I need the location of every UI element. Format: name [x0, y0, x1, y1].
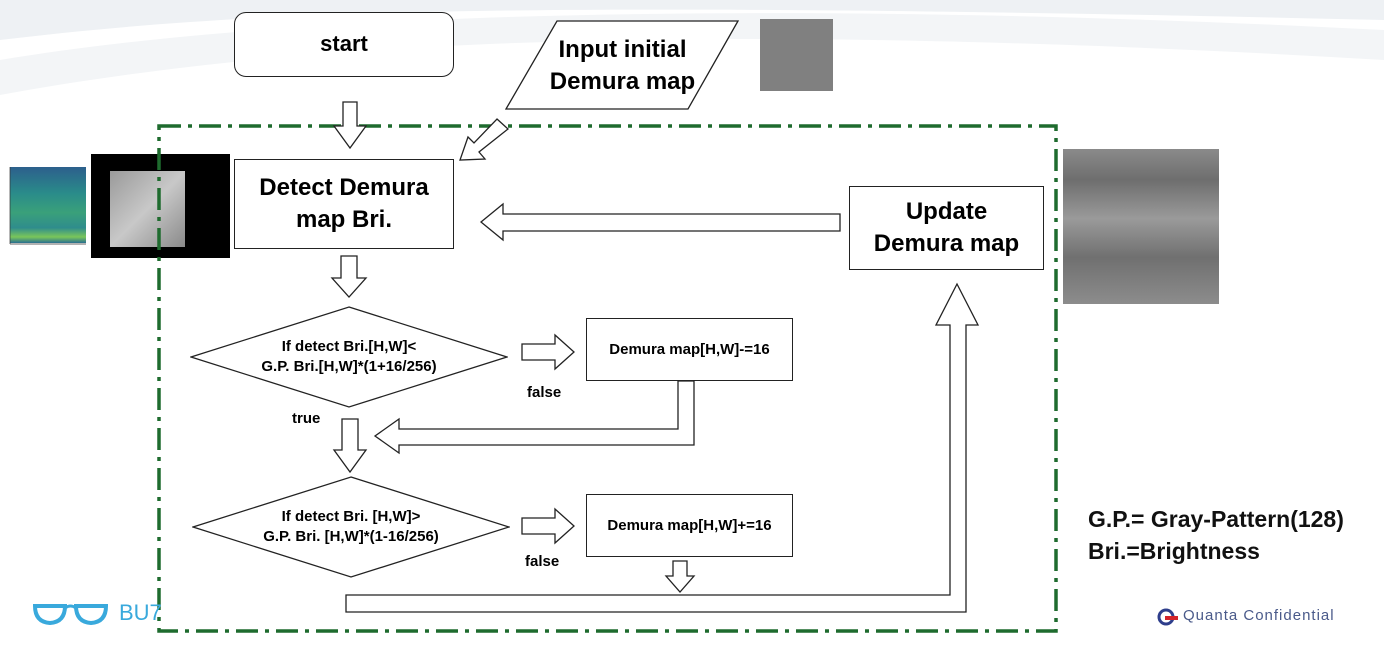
label-false-2: false [525, 553, 560, 570]
bu7-logo: BU7 [32, 600, 162, 630]
decision2-node: If detect Bri. [H,W]> G.P. Bri. [H,W]*(1… [192, 476, 510, 578]
decision1-node: If detect Bri.[H,W]< G.P. Bri.[H,W]*(1+1… [190, 306, 508, 408]
arrow-action1-return [373, 380, 695, 455]
arrow-decision2-to-action2 [521, 507, 575, 545]
bu7-logo-text: BU7 [119, 600, 162, 625]
start-node: start [234, 12, 454, 77]
updated-map-thumbnail [1063, 149, 1219, 304]
legend-line1: G.P.= Gray-Pattern(128) [1088, 506, 1344, 532]
label-true: true [292, 410, 321, 427]
input-label-line1: Input initial [558, 36, 687, 63]
action2-label: Demura map[H,W]+=16 [607, 516, 772, 534]
arrow-detect-to-decision1 [330, 255, 368, 298]
action2-node: Demura map[H,W]+=16 [586, 494, 793, 557]
update-label-line2: Demura map [873, 230, 1020, 257]
legend-line2: Bri.=Brightness [1088, 538, 1260, 564]
decision1-line1: If detect Bri.[H,W]< [281, 338, 417, 355]
decision2-line1: If detect Bri. [H,W]> [281, 508, 421, 525]
detect-label-line1: Detect Demura [259, 174, 429, 201]
legend: G.P.= Gray-Pattern(128) Bri.=Brightness [1088, 503, 1344, 567]
arrow-decision1-to-decision2 [332, 418, 368, 474]
quanta-confidential-logo: Quanta Confidential [1156, 606, 1366, 628]
input-node: Input initial Demura map [505, 20, 740, 110]
detect-node: Detect Demura map Bri. [234, 159, 454, 249]
arrow-action2-down [664, 560, 696, 593]
quanta-logo-icon [1157, 608, 1178, 626]
arrow-update-to-detect [479, 202, 841, 242]
arrow-start-to-detect [332, 101, 368, 150]
decision2-line2: G.P. Bri. [H,W]*(1-16/256) [263, 528, 439, 545]
decision1-line2: G.P. Bri.[H,W]*(1+16/256) [261, 358, 437, 375]
action1-node: Demura map[H,W]-=16 [586, 318, 793, 381]
loop-boundary [157, 124, 1058, 633]
initial-map-thumbnail [760, 19, 833, 91]
update-node: Update Demura map [849, 186, 1044, 270]
label-false-1: false [527, 384, 562, 401]
arrow-loop-to-update [345, 282, 980, 613]
glasses-icon [32, 604, 109, 626]
input-label-line2: Demura map [549, 68, 696, 95]
update-label-line1: Update [905, 198, 988, 225]
start-label: start [320, 31, 368, 56]
action1-label: Demura map[H,W]-=16 [609, 340, 770, 358]
quanta-confidential-text: Quanta Confidential [1183, 607, 1335, 624]
arrow-input-to-detect [459, 118, 510, 161]
detect-label-line2: map Bri. [295, 206, 393, 233]
heatmap-thumbnail [4, 167, 86, 249]
arrow-decision1-to-action1 [521, 333, 575, 371]
